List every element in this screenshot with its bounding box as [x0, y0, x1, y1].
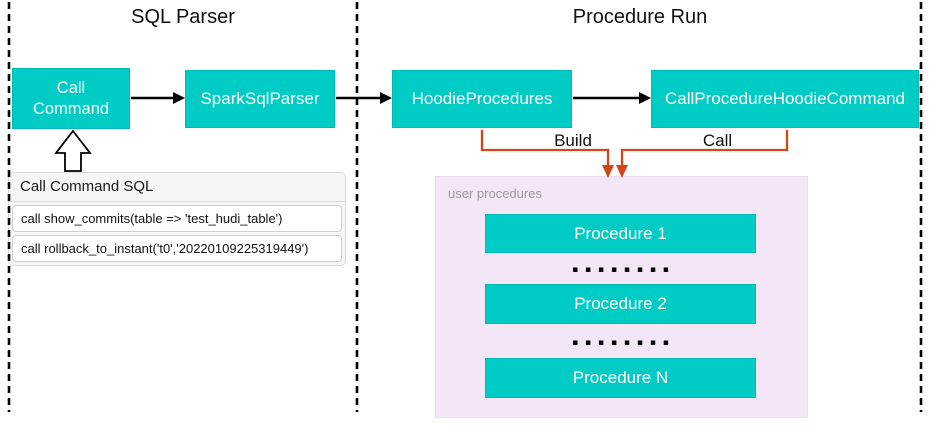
edge-label-build: Build: [554, 131, 592, 150]
sql-statement-rollback: call rollback_to_instant('t0','202201092…: [12, 235, 342, 262]
node-spark-sql-parser: SparkSqlParser: [185, 70, 335, 128]
node-call-command: Call Command: [12, 68, 130, 129]
sql-examples-panel: Call Command SQL call show_commits(table…: [8, 172, 346, 266]
node-procedure-2-label: Procedure 2: [574, 294, 667, 313]
sql-statement-show-commits: call show_commits(table => 'test_hudi_ta…: [12, 205, 342, 232]
node-call-procedure-hoodie-command-label: CallProcedureHoodieCommand: [664, 89, 905, 109]
sql-panel-title: Call Command SQL: [9, 173, 345, 202]
node-spark-sql-parser-label: SparkSqlParser: [200, 89, 320, 109]
node-procedure-n-label: Procedure N: [572, 368, 669, 387]
node-hoodie-procedures-label: HoodieProcedures: [411, 89, 553, 109]
section-title-sql-parser: SQL Parser: [131, 6, 235, 28]
hollow-up-arrow: [54, 129, 92, 172]
node-hoodie-procedures: HoodieProcedures: [392, 70, 572, 128]
node-procedure-1-label: Procedure 1: [574, 223, 667, 243]
user-procedures-label: user procedures: [448, 186, 542, 201]
arrow-sparksqlparser-to-hoodieprocedures: [336, 92, 392, 104]
edge-label-call: Call: [702, 131, 733, 150]
section-title-procedure-run: Procedure Run: [572, 6, 708, 28]
ellipsis-dots-2: ▪ ▪ ▪ ▪ ▪ ▪ ▪ ▪: [572, 338, 671, 348]
node-procedure-n: Procedure N: [485, 358, 756, 398]
user-procedures-panel: user procedures Procedure 1 ▪ ▪ ▪ ▪ ▪ ▪ …: [435, 176, 808, 418]
ellipsis-dots-1: ▪ ▪ ▪ ▪ ▪ ▪ ▪ ▪: [572, 265, 671, 275]
node-call-procedure-hoodie-command: CallProcedureHoodieCommand: [651, 70, 919, 128]
node-procedure-1: Procedure 1: [485, 214, 756, 253]
node-procedure-2: Procedure 2: [485, 284, 756, 324]
arrow-callcommand-to-sparksqlparser: [131, 92, 185, 104]
node-call-command-label: Call Command: [32, 78, 110, 118]
arrow-hoodieprocedures-to-callprocedure: [573, 92, 651, 104]
